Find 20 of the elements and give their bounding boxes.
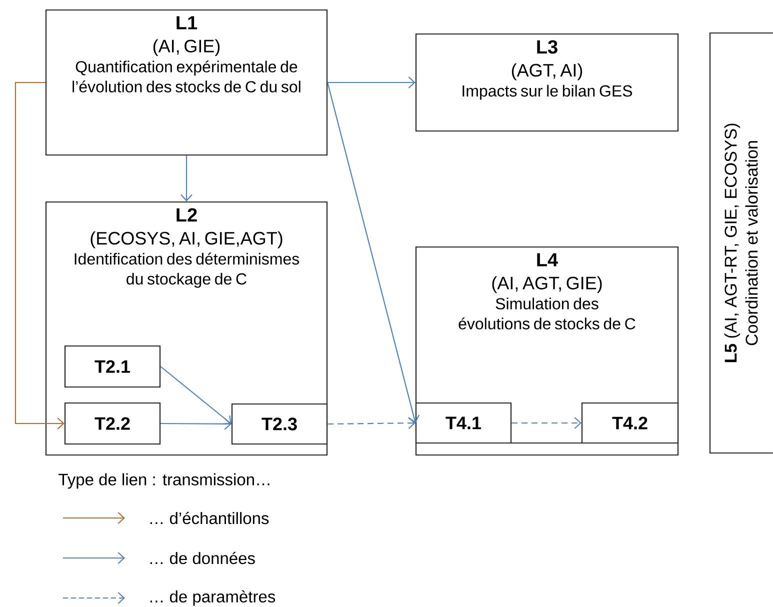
- task-box: T4.1: [415, 402, 512, 444]
- arrow: [512, 417, 582, 429]
- task-box: T2.1: [64, 345, 161, 388]
- legend-text: … de paramètres: [150, 590, 276, 606]
- group-box: L3 (AGT, AI) Impacts sur le bilan GES: [415, 33, 679, 132]
- arrow: [14, 82, 64, 430]
- arrow: [328, 417, 416, 429]
- side-box: L5 (AI, AGT-RT, GIE, ECOSYS) Coordination et valorisation: [709, 32, 773, 454]
- arrow: [160, 366, 232, 425]
- legend-text: … de données: [150, 552, 255, 564]
- task-box: T2.2: [64, 402, 161, 445]
- task-box: T4.2: [581, 402, 679, 444]
- group-box: L1 (AI, GIE) Quantification expérimentale de l’évolution des stocks de C du sol: [45, 9, 328, 156]
- legend-title: Type de lien : transmission…: [58, 473, 270, 489]
- arrow: [160, 418, 232, 430]
- task-box: T2.3: [231, 403, 328, 445]
- arrow: [327, 82, 420, 423]
- legend-text: … d’échantillons: [150, 512, 269, 524]
- arrow: [328, 76, 416, 88]
- arrow: [180, 156, 192, 202]
